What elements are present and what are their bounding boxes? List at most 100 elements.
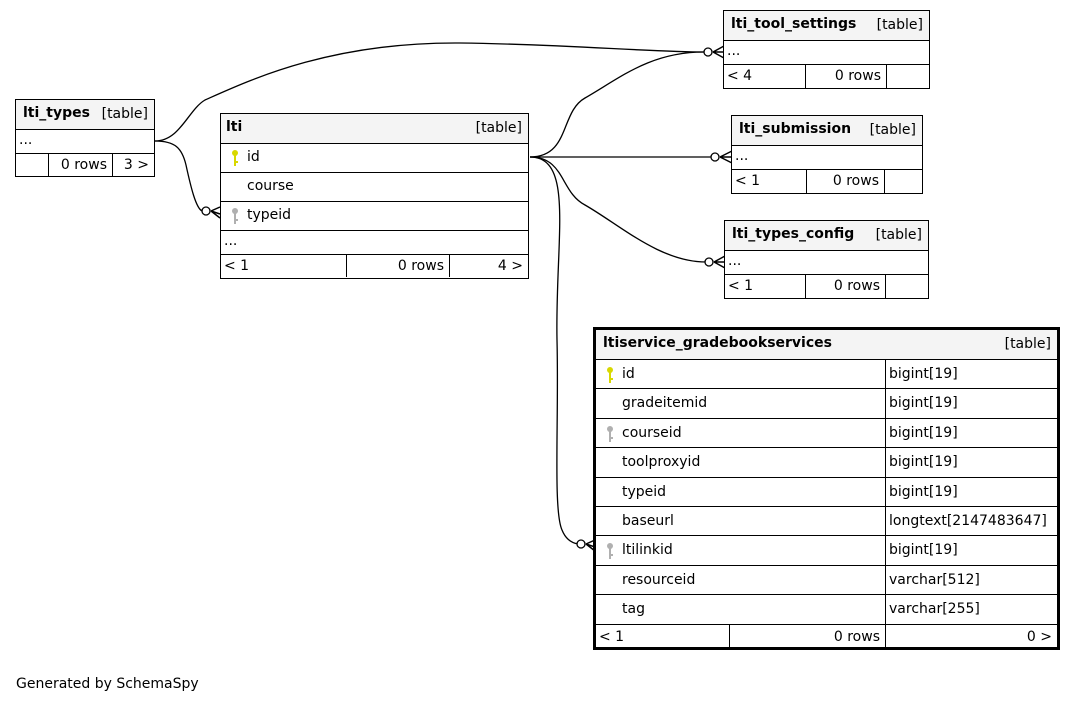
crowfoot-circle <box>710 152 720 162</box>
crowfoot-circle <box>576 539 586 549</box>
column-row-typeid[interactable]: typeid bigint[19] <box>596 477 1057 507</box>
ellipsis-row: ... <box>725 251 928 275</box>
column-type-cell: bigint[19] <box>886 360 1057 388</box>
crowfoot-circle <box>201 206 211 216</box>
column-name: id <box>622 366 635 382</box>
ellipsis-row: ... <box>724 41 929 65</box>
column-name-cell: typeid <box>596 477 886 506</box>
crowfoot-mark <box>210 206 221 219</box>
footer-children[interactable]: 3 > <box>123 157 149 173</box>
footer-parents[interactable]: < 1 <box>599 628 625 645</box>
column-name-cell: baseurl <box>596 506 886 536</box>
table-header: ltiservice_gradebookservices [table] <box>596 330 1057 360</box>
column-name: toolproxyid <box>622 454 701 471</box>
column-name: typeid <box>247 207 292 223</box>
table-footer: < 4 0 rows <box>724 65 929 88</box>
column-type-cell: bigint[19] <box>886 389 1057 417</box>
table-name: lti_types_config <box>732 226 855 242</box>
footer-row-count: 0 rows <box>833 278 880 294</box>
column-name-cell: toolproxyid <box>596 448 886 477</box>
column-row-toolproxyid[interactable]: toolproxyid bigint[19] <box>596 448 1057 478</box>
footer-parents[interactable]: < 4 <box>727 68 753 84</box>
table-header: lti_tool_settings [table] <box>724 11 929 41</box>
table-lti-types[interactable]: lti_types [table] ... 0 rows 3 > <box>15 99 155 177</box>
table-header: lti [table] <box>221 114 528 144</box>
column-type: varchar[255] <box>889 601 980 618</box>
table-header: lti_submission [table] <box>732 116 922 146</box>
table-type-tag: [table] <box>475 120 522 136</box>
footer-row-count: 0 rows <box>60 157 107 173</box>
column-type: bigint[19] <box>889 483 958 500</box>
crowfoot-circle <box>704 257 714 267</box>
foreign-key-icon <box>232 208 238 224</box>
edge-lti-to-types-config <box>529 156 707 263</box>
table-type-tag: [table] <box>869 122 916 138</box>
generated-by-footer: Generated by SchemaSpy <box>16 676 199 692</box>
crowfoot-circle <box>703 47 713 57</box>
footer-children[interactable]: 0 > <box>1026 628 1052 645</box>
table-lti-tool-settings[interactable]: lti_tool_settings [table] ... < 4 0 rows <box>723 10 930 89</box>
footer-parents[interactable]: < 1 <box>735 173 761 189</box>
column-row-typeid[interactable]: typeid <box>221 202 528 231</box>
table-lti-types-config[interactable]: lti_types_config [table] ... < 1 0 rows <box>724 220 929 299</box>
table-lti-submission[interactable]: lti_submission [table] ... < 1 0 rows <box>731 115 923 194</box>
column-type-cell: bigint[19] <box>886 419 1057 447</box>
primary-key-icon <box>232 150 238 166</box>
column-row-resourceid[interactable]: resourceid varchar[512] <box>596 565 1057 596</box>
column-name-cell: ltilinkid <box>596 536 886 565</box>
column-type: longtext[2147483647] <box>889 512 1047 529</box>
column-type: bigint[19] <box>889 542 958 559</box>
footer-row-count: 0 rows <box>834 68 881 84</box>
column-name: gradeitemid <box>622 395 708 412</box>
edge-lti-types-to-lti <box>154 140 203 212</box>
table-name: lti_types <box>23 105 90 121</box>
table-type-tag: [table] <box>875 227 922 243</box>
column-type: bigint[19] <box>889 395 958 412</box>
column-type: bigint[19] <box>889 454 958 471</box>
table-name: lti <box>226 119 243 135</box>
table-footer: < 1 0 rows 0 > <box>596 624 1057 650</box>
edge-lti-to-tool-settings <box>529 51 705 158</box>
table-footer: < 1 0 rows <box>725 275 928 298</box>
column-type: varchar[512] <box>889 571 980 588</box>
footer-children[interactable]: 4 > <box>497 258 523 274</box>
column-name: typeid <box>622 483 667 500</box>
column-type-cell: varchar[512] <box>886 566 1057 594</box>
footer-parents[interactable]: < 1 <box>728 278 754 294</box>
column-type-cell: bigint[19] <box>886 478 1057 506</box>
footer-parents[interactable]: < 1 <box>224 258 250 274</box>
column-type-cell: longtext[2147483647] <box>886 507 1057 535</box>
column-type-cell: bigint[19] <box>886 536 1057 564</box>
foreign-key-icon <box>607 543 613 560</box>
primary-key-icon <box>607 367 613 383</box>
column-name: resourceid <box>622 571 696 588</box>
table-ltiservice-gradebookservices[interactable]: ltiservice_gradebookservices [table] id b… <box>593 327 1060 650</box>
table-type-tag: [table] <box>1004 336 1051 352</box>
footer-row-count: 0 rows <box>397 258 444 274</box>
column-row-course[interactable]: course <box>221 173 528 202</box>
ellipsis-row: ... <box>732 146 922 170</box>
column-name-cell: id <box>596 360 886 389</box>
column-type-cell: bigint[19] <box>886 448 1057 476</box>
table-footer: < 1 0 rows <box>732 170 922 193</box>
footer-row-count: 0 rows <box>833 628 880 645</box>
column-name-cell: resourceid <box>596 565 886 595</box>
column-row-id[interactable]: id <box>221 144 528 173</box>
column-row-id[interactable]: id bigint[19] <box>596 360 1057 390</box>
table-header: lti_types [table] <box>16 100 154 130</box>
table-name: ltiservice_gradebookservices <box>603 335 832 351</box>
table-footer: < 1 0 rows 4 > <box>221 255 528 277</box>
column-type-cell: varchar[255] <box>886 595 1057 623</box>
foreign-key-icon <box>607 425 613 442</box>
table-lti[interactable]: lti [table] id course typeid ... < 1 0 r… <box>220 113 529 279</box>
ellipsis-row: ... <box>16 130 154 154</box>
column-name-cell: courseid <box>596 418 886 448</box>
table-type-tag: [table] <box>101 106 148 122</box>
column-row-gradeitemid[interactable]: gradeitemid bigint[19] <box>596 389 1057 419</box>
table-name: lti_submission <box>739 121 852 137</box>
